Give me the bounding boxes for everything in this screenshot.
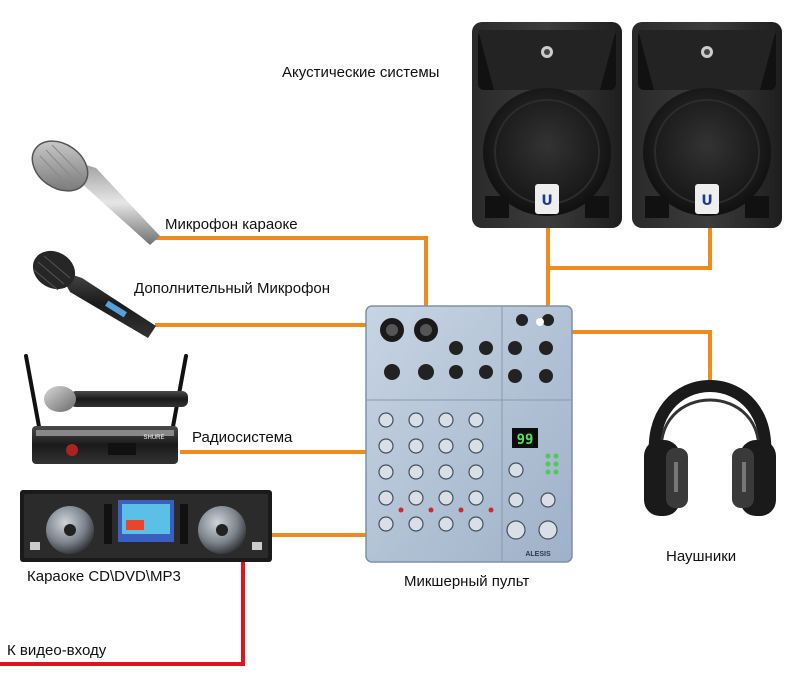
label-mixer: Микшерный пульт (404, 573, 530, 590)
cable-video (0, 562, 245, 666)
label-player: Караоке CD\DVD\MP3 (27, 568, 181, 585)
mixer-display: 99 (517, 432, 534, 448)
cable-headphones (522, 330, 712, 390)
label-headphones: Наушники (666, 548, 737, 565)
label-video: К видео-входу (7, 642, 107, 659)
cable-mic-karaoke (155, 236, 428, 330)
cable-speakers (546, 228, 712, 305)
headphones-icon (644, 380, 776, 516)
radio-brand: SHURE (143, 435, 164, 441)
mixer-knobs (378, 412, 558, 540)
karaoke-player (20, 490, 272, 562)
mixer-console: 99 ALESIS (365, 305, 573, 563)
label-speakers: Акустические системы (282, 64, 440, 81)
label-radio: Радиосистема (192, 429, 293, 446)
speaker-left-logo-icon: U (541, 193, 552, 209)
label-mic-karaoke: Микрофон караоке (165, 216, 298, 233)
label-mic-extra: Дополнительный Микрофон (134, 280, 331, 297)
microphone-karaoke-icon (31, 140, 160, 245)
mixer-brand: ALESIS (525, 551, 551, 558)
speaker-left: U (472, 22, 622, 228)
speaker-right: U (632, 22, 782, 228)
speaker-right-logo-icon: U (701, 193, 712, 209)
radio-system: SHURE (24, 354, 188, 464)
microphone-extra-icon (32, 250, 156, 338)
